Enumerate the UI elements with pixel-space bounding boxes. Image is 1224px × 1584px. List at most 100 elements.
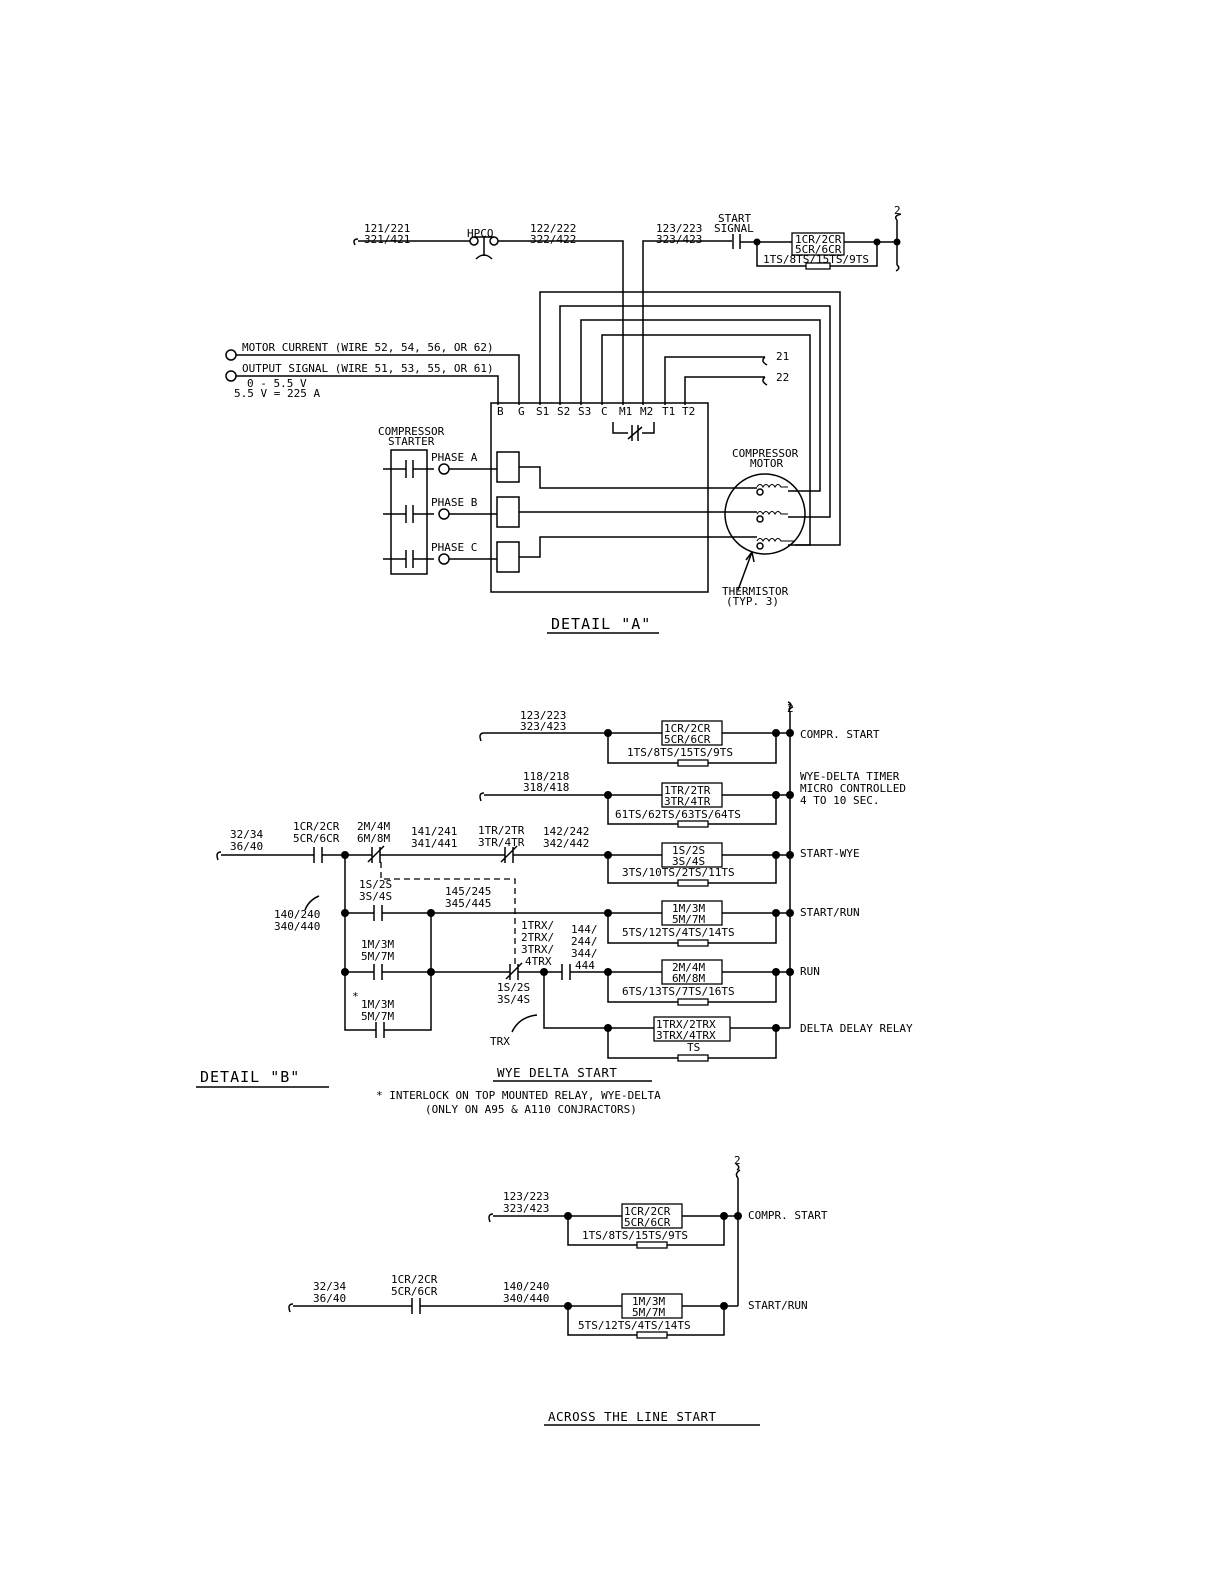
wire-label: 142/242 [543,825,589,838]
relay-coil [661,959,723,985]
rung-label-start-run: START/RUN [800,906,860,919]
contact-icon [411,1298,421,1314]
timer-label: TS [687,1041,700,1054]
wire-label: 32/34 [230,828,263,841]
contact-label: 1CR/2CR [391,1273,438,1286]
thermistor-label: THERMISTOR [722,585,789,598]
wire-label: 123/223 [520,709,566,722]
coil-label: 3S/4S [672,855,705,868]
timer-label: 1TS/8TS/15TS/9TS [582,1229,688,1242]
phase-b-label: PHASE B [431,496,478,509]
timer-element [805,262,831,270]
phase-a-label: PHASE A [431,451,478,464]
nc-contact-icon [500,845,518,863]
across-line-start: 2 123/223 323/423 1CR/2CR 5CR/6CR 1TS/8T… [288,1154,828,1426]
timer-label: 5TS/12TS/4TS/14TS [622,926,735,939]
current-sensor [496,496,520,528]
relay-coil [661,782,723,808]
internal-contact-icon [612,422,655,441]
motor-label: COMPRESSOR [732,447,799,460]
contact-icon [313,847,323,863]
timer-label: 61TS/62TS/63TS/64TS [615,808,741,821]
wire-label: 341/441 [411,837,457,850]
rung-label-wye-delta: 4 TO 10 SEC. [800,794,879,807]
contact-label: 3TR/4TR [478,836,525,849]
coil-label: 5M/7M [672,913,705,926]
wire-label: 145/245 [445,885,491,898]
footnote: * INTERLOCK ON TOP MOUNTED RELAY, WYE-DE… [376,1089,661,1102]
timer-label: 5TS/12TS/4TS/14TS [578,1319,691,1332]
detail-b: 2 123/223 323/423 1CR/2CR 5CR/6CR 1TS/8T… [196,701,913,1116]
wire-label: 141/241 [411,825,457,838]
contact-label: 1TR/2TR [478,824,525,837]
wire-label: 323/423 [503,1202,549,1215]
wire-label: 340/440 [274,920,320,933]
coil-label: 5M/7M [632,1306,665,1319]
rung-label-compr-start: COMPR. START [800,728,880,741]
start-signal-label: SIGNAL [714,222,754,235]
control-module [490,402,709,593]
rung-label-run: RUN [800,965,820,978]
detail-b-subcaption: WYE DELTA START [497,1065,617,1080]
contact-label: 2TRX/ [521,931,554,944]
coil-label: 5CR/6CR [624,1216,671,1229]
coil-label: 1S/2S [672,844,705,857]
contact-icon [373,964,383,980]
terminal-s2: S2 [557,405,570,418]
compressor-starter [390,449,428,575]
relay-coil [653,1016,731,1042]
footnote: (ONLY ON A95 & A110 CONJRACTORS) [425,1103,637,1116]
terminal-c: C [601,405,608,418]
coil-label: 5CR/6CR [795,243,842,256]
hpco-label: HPCO [467,227,494,240]
relay-coil [661,720,723,746]
terminal-t2: T2 [682,405,695,418]
coil-label: 1TR/2TR [664,784,711,797]
relay-coil [621,1293,683,1319]
contact-label: 1M/3M [361,938,394,951]
trx-label: TRX [490,1035,510,1048]
coil-label: 1CR/2CR [664,722,711,735]
detail-a: 121/221 321/421 HPCO 122/222 322/422 123… [225,204,902,634]
relay-coil [621,1203,683,1229]
timer-element [677,820,709,828]
wire-label: 323/423 [520,720,566,733]
wire-label: 318/418 [523,781,569,794]
ref-2: 2 [894,204,901,217]
wire-label: 32/34 [313,1280,346,1293]
timer-element [636,1331,668,1339]
rung-label-start-wye: START-WYE [800,847,860,860]
phase-c-terminal [438,553,450,565]
output-signal-label: OUTPUT SIGNAL (WIRE 51, 53, 55, OR 61) [242,362,494,375]
contact-label: 1S/2S [359,878,392,891]
starter-label: STARTER [388,435,435,448]
coil-label: 1TRX/2TRX [656,1018,716,1031]
wire-label: 122/222 [530,222,576,235]
detail-a-caption: DETAIL "A" [551,615,651,633]
contact-label: 2M/4M [357,820,390,833]
contact-label: 3S/4S [359,890,392,903]
contact-label: 3TRX/ [521,943,554,956]
interlock-marker: * [352,990,359,1003]
contact-label: 1S/2S [497,981,530,994]
wire-label: 323/423 [656,233,702,246]
timer-label: 6TS/13TS/7TS/16TS [622,985,735,998]
wire-label: 344/ [571,947,598,960]
contact-label: 5M/7M [361,950,394,963]
terminal-21-label: 21 [776,350,789,363]
contact-label: 3S/4S [497,993,530,1006]
contact-label: 6M/8M [357,832,390,845]
coil-label: 2M/4M [672,961,705,974]
timer-element [677,759,709,767]
contact-icon [373,905,383,921]
wire-label: 342/442 [543,837,589,850]
terminal-t1: T1 [662,405,675,418]
output-signal-terminal [225,370,237,382]
wire-label: 36/40 [313,1292,346,1305]
contact-label: 1CR/2CR [293,820,340,833]
phase-a-terminal [438,463,450,475]
terminal-s3: S3 [578,405,591,418]
thermistor-label: (TYP. 3) [726,595,779,608]
relay-coil [661,900,723,926]
contact-icon [375,1022,385,1038]
